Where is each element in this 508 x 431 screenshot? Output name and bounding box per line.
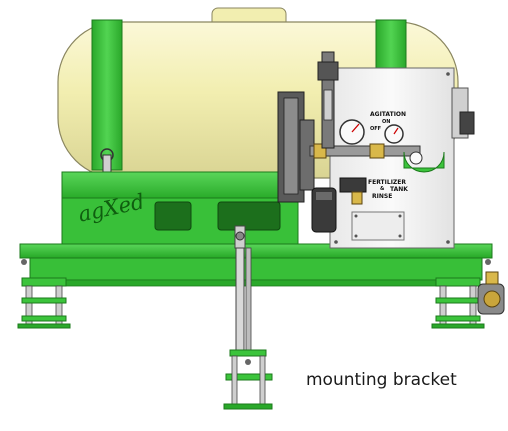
label-rinse: RINSE bbox=[372, 193, 393, 200]
main-frame bbox=[19, 243, 493, 287]
label-amp: & bbox=[380, 186, 385, 192]
caption-mounting-bracket: mounting bracket bbox=[306, 370, 457, 390]
leg-right bbox=[431, 271, 505, 329]
label-off: OFF bbox=[370, 126, 382, 132]
green-deck bbox=[61, 171, 299, 245]
label-fertilizer: FERTILIZER bbox=[368, 179, 406, 186]
mounting-bracket bbox=[223, 225, 273, 410]
label-on: ON bbox=[382, 119, 391, 125]
tank-strap-left bbox=[91, 19, 123, 182]
valve-assembly bbox=[277, 91, 315, 203]
leg-left bbox=[17, 277, 71, 329]
control-panel bbox=[309, 51, 475, 249]
label-tank: TANK bbox=[390, 186, 408, 193]
label-agitation: AGITATION bbox=[370, 111, 407, 118]
